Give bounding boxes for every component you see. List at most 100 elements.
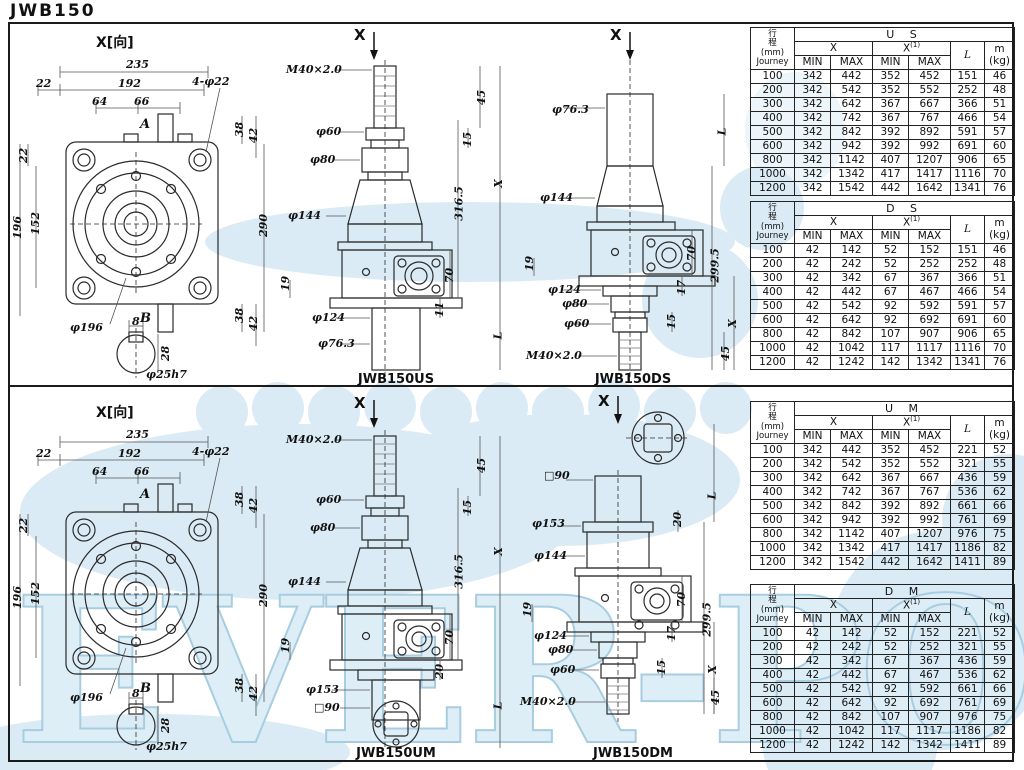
dim-d124: φ124 [534, 629, 567, 642]
table-cell: 342 [794, 513, 831, 528]
table-cell: 60 [983, 313, 1016, 328]
sheet-border [8, 22, 1014, 762]
dim-19: 19 [279, 275, 293, 292]
col-max: MAX [830, 612, 873, 627]
dim-38-top: 38 [233, 121, 247, 138]
dim-45: 45 [719, 345, 733, 362]
dim-192: 192 [118, 447, 141, 460]
table-cell: 976 [950, 710, 985, 725]
table-cell: 59 [983, 654, 1016, 669]
table-cell: 142 [830, 243, 873, 258]
dim-11: 11 [433, 301, 447, 318]
table-cell: 65 [983, 153, 1016, 168]
table-cell: 1000 [750, 541, 795, 556]
table-cell: 592 [908, 682, 951, 697]
dim-70: 70 [443, 629, 457, 646]
table-cell: 221 [950, 443, 985, 458]
table-cell: 59 [983, 471, 1016, 486]
table-cell: 352 [872, 443, 909, 458]
table-cell: 761 [950, 696, 985, 711]
table-cell: 1642 [908, 555, 951, 570]
table-cell: 342 [794, 111, 831, 126]
dim-d124: φ124 [312, 311, 345, 324]
table-cell: 1542 [830, 555, 873, 570]
dim-d144: φ144 [540, 191, 573, 204]
table-cell: 367 [872, 97, 909, 112]
col-m: m(kg) [983, 598, 1016, 627]
table-cell: 600 [750, 513, 795, 528]
dim-x: X [491, 547, 505, 556]
table-cell: 117 [872, 341, 909, 356]
table-cell: 600 [750, 139, 795, 154]
table-cell: 300 [750, 471, 795, 486]
dim-d153: φ153 [306, 683, 339, 696]
dim-3165: 316.5 [452, 554, 466, 589]
table-cell: 69 [983, 696, 1016, 711]
table-cell: 400 [750, 111, 795, 126]
table-cell: 67 [872, 654, 909, 669]
table-cell: 76 [983, 181, 1016, 196]
table-cell: 992 [908, 513, 951, 528]
dim-42-top: 42 [247, 497, 261, 514]
dim-196: 196 [10, 216, 24, 239]
dim-19: 19 [521, 601, 535, 618]
table-cell: 52 [983, 443, 1016, 458]
dim-235: 235 [126, 58, 149, 71]
dim-d763: φ76.3 [318, 337, 355, 350]
table-cell: 642 [830, 471, 873, 486]
table-cell: 692 [908, 696, 951, 711]
dim-45: 45 [475, 457, 489, 474]
dim-64: 64 [92, 465, 108, 478]
table-cell: 661 [950, 682, 985, 697]
dim-192: 192 [118, 77, 141, 90]
table-cell: 417 [872, 541, 909, 556]
dim-196: 196 [10, 586, 24, 609]
dim-22: 22 [36, 447, 52, 460]
table-cell: 54 [983, 111, 1016, 126]
dim-15: 15 [461, 131, 475, 148]
dim-3165: 316.5 [452, 186, 466, 221]
table-cell: 842 [830, 125, 873, 140]
dim-22-vert: 22 [17, 147, 31, 164]
table-cell: 1200 [750, 181, 795, 196]
table-cell: 442 [872, 181, 909, 196]
table-cell: 642 [830, 313, 873, 328]
table-cell: 1116 [950, 341, 985, 356]
dim-17: 17 [675, 279, 689, 296]
dim-20: 20 [671, 511, 685, 528]
table-cell: 42 [794, 710, 831, 725]
dim-shaft-dia: φ25h7 [146, 740, 187, 753]
table-cell: 442 [830, 69, 873, 84]
table-cell: 42 [794, 682, 831, 697]
table-title: D M [793, 584, 1016, 599]
dim-key-8: 8 [132, 687, 140, 700]
table-cell: 1342 [908, 355, 951, 370]
table-cell: 342 [794, 139, 831, 154]
table-cell: 536 [950, 668, 985, 683]
table-cell: 1341 [950, 355, 985, 370]
dim-2995: 299.5 [700, 602, 714, 637]
table-cell: 107 [872, 710, 909, 725]
table-cell: 407 [872, 527, 909, 542]
table-cell: 42 [794, 313, 831, 328]
table-cell: 342 [830, 654, 873, 669]
table-cell: 151 [950, 69, 985, 84]
table-cell: 52 [872, 243, 909, 258]
table-cell: 76 [983, 355, 1016, 370]
table-cell: 52 [983, 626, 1016, 641]
col-max: MAX [830, 429, 873, 444]
table-cell: 452 [908, 69, 951, 84]
table-cell: 300 [750, 97, 795, 112]
table-cell: 692 [908, 313, 951, 328]
table-cell: 1411 [950, 555, 985, 570]
table-cell: 100 [750, 626, 795, 641]
